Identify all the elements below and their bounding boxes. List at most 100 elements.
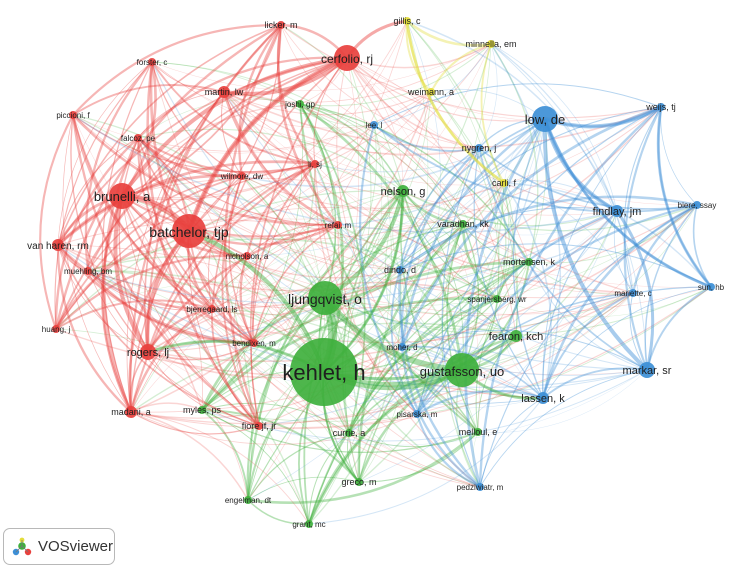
node-markar[interactable] bbox=[639, 362, 655, 378]
node-lisj[interactable] bbox=[311, 160, 319, 168]
label-batchelor: batchelor, tjp bbox=[149, 224, 229, 240]
link-batchelor-lee bbox=[188, 124, 375, 232]
link-lisj-low bbox=[314, 118, 546, 173]
node-wilmore[interactable] bbox=[238, 172, 246, 180]
node-forster[interactable] bbox=[148, 58, 156, 66]
node-findlay[interactable] bbox=[611, 205, 623, 217]
link-markar-minnella bbox=[490, 43, 648, 371]
label-nelson: nelson, g bbox=[381, 186, 426, 198]
link-forster-nygren bbox=[151, 61, 480, 155]
node-huang[interactable] bbox=[52, 325, 60, 333]
link-weijs-dindo bbox=[399, 106, 662, 271]
link-nygren-minnella bbox=[478, 43, 498, 149]
label-pedziwiatr: pedziwiatr, m bbox=[457, 483, 504, 492]
node-lassen[interactable] bbox=[537, 392, 549, 404]
node-mohler[interactable] bbox=[398, 343, 406, 351]
link-mariette-minnella bbox=[490, 43, 634, 294]
node-brunelli[interactable] bbox=[109, 183, 135, 209]
node-biere[interactable] bbox=[693, 201, 701, 209]
label-greco: greco, m bbox=[341, 477, 376, 487]
link-mortensen-brunelli bbox=[121, 177, 530, 263]
node-madani[interactable] bbox=[125, 406, 137, 418]
node-ljungqvist[interactable] bbox=[308, 281, 342, 315]
link-gustafsson-biere bbox=[461, 204, 698, 371]
node-pedziwiatr[interactable] bbox=[476, 483, 484, 491]
link-lisj-madani bbox=[130, 163, 316, 413]
link-spanjersberg-lisj bbox=[314, 163, 498, 300]
link-lisj-bendixen bbox=[252, 163, 316, 344]
node-refai[interactable] bbox=[334, 221, 342, 229]
node-falcoz[interactable] bbox=[134, 134, 142, 142]
node-nelson[interactable] bbox=[397, 185, 409, 197]
link-ljungqvist-joshi bbox=[299, 103, 337, 299]
link-fiore-carli bbox=[258, 182, 505, 427]
node-minnella[interactable] bbox=[487, 40, 495, 48]
node-weimann[interactable] bbox=[427, 88, 435, 96]
link-kehlet-cerfolio bbox=[323, 57, 372, 373]
link-refai-nicholson bbox=[246, 224, 339, 257]
node-nicholson[interactable] bbox=[243, 252, 251, 260]
node-varadhan[interactable] bbox=[459, 220, 467, 228]
vosviewer-logo-badge[interactable]: VOSviewer bbox=[3, 528, 115, 565]
node-weijs[interactable] bbox=[657, 103, 665, 111]
label-brunelli: brunelli, a bbox=[94, 189, 151, 204]
node-batchelor[interactable] bbox=[172, 214, 206, 248]
node-low[interactable] bbox=[532, 106, 558, 132]
link-fearon-melloul bbox=[477, 335, 517, 433]
link-vanharen-rogers bbox=[57, 244, 149, 353]
node-sun[interactable] bbox=[707, 283, 715, 291]
node-gustafsson[interactable] bbox=[445, 353, 479, 387]
node-fearon[interactable] bbox=[510, 330, 522, 342]
node-licker[interactable] bbox=[277, 21, 285, 29]
link-gustafsson-joshi bbox=[299, 102, 464, 371]
node-lee[interactable] bbox=[370, 121, 378, 129]
node-nygren[interactable] bbox=[475, 144, 483, 152]
link-ljungqvist-fiore bbox=[258, 297, 326, 427]
node-myles[interactable] bbox=[198, 406, 206, 414]
node-joshi[interactable] bbox=[296, 100, 304, 108]
node-bendixen[interactable] bbox=[250, 339, 258, 347]
link-nelson-melloul bbox=[400, 190, 479, 433]
label-joshi: joshi, gp bbox=[284, 100, 315, 109]
link-melloul-muehling bbox=[87, 270, 479, 433]
node-piccioni[interactable] bbox=[69, 111, 77, 119]
link-bjerregaard-rogers bbox=[147, 307, 213, 353]
link-falcoz-nicholson bbox=[137, 137, 248, 257]
link-biere-mariette bbox=[631, 204, 698, 294]
link-licker-weijs bbox=[280, 24, 662, 119]
link-licker-rogers bbox=[146, 24, 282, 353]
node-greco[interactable] bbox=[355, 478, 363, 486]
link-muehling-mariette bbox=[87, 270, 634, 343]
link-ljungqvist-huang bbox=[55, 281, 326, 330]
node-grant[interactable] bbox=[305, 520, 313, 528]
link-falcoz-bjerregaard bbox=[137, 137, 213, 310]
node-martin[interactable] bbox=[218, 86, 230, 98]
link-licker-madani bbox=[129, 24, 282, 413]
link-engelman-cerfolio bbox=[247, 57, 359, 501]
node-engelman[interactable] bbox=[244, 496, 252, 504]
node-bjerregaard[interactable] bbox=[208, 305, 216, 313]
node-rogers[interactable] bbox=[140, 344, 156, 360]
link-low-dindo bbox=[399, 118, 546, 271]
node-muehling[interactable] bbox=[84, 267, 92, 275]
link-low-weimann bbox=[430, 88, 546, 120]
link-batchelor-gillis bbox=[188, 20, 408, 232]
link-falcoz-bendixen bbox=[137, 137, 255, 344]
node-pisarska[interactable] bbox=[413, 410, 421, 418]
node-fiore[interactable] bbox=[255, 422, 263, 430]
label-low: low, de bbox=[525, 112, 565, 127]
node-vanharen[interactable] bbox=[52, 239, 64, 251]
node-spanjersberg[interactable] bbox=[493, 295, 501, 303]
node-mariette[interactable] bbox=[629, 289, 637, 297]
node-carli[interactable] bbox=[500, 179, 508, 187]
node-kehlet[interactable] bbox=[290, 338, 358, 406]
node-dindo[interactable] bbox=[396, 266, 404, 274]
node-mortensen[interactable] bbox=[525, 258, 533, 266]
node-melloul[interactable] bbox=[474, 428, 482, 436]
link-refai-madani bbox=[130, 224, 339, 413]
node-cerfolio[interactable] bbox=[334, 45, 360, 71]
node-currie[interactable] bbox=[345, 429, 353, 437]
link-falcoz-vanharen bbox=[57, 137, 139, 246]
node-gillis[interactable] bbox=[403, 17, 411, 25]
